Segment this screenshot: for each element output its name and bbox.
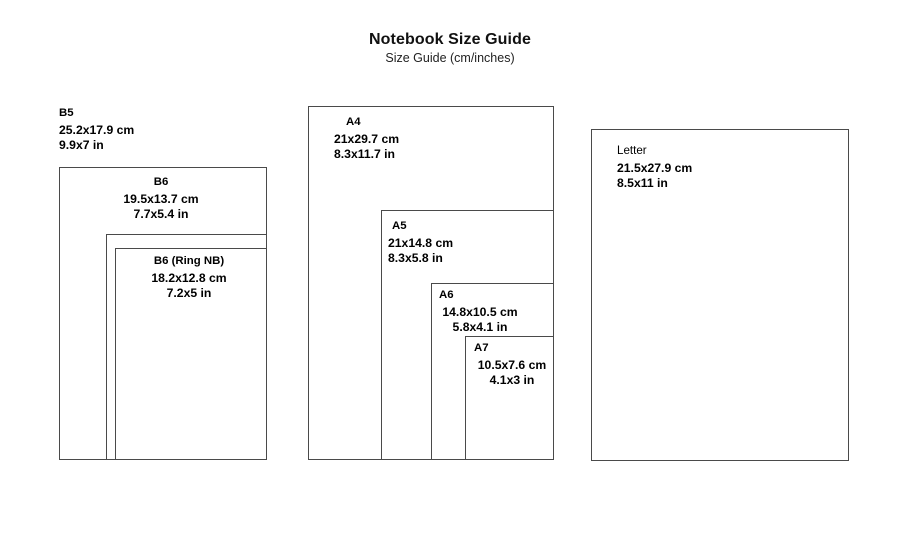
label-b6: B6 19.5x13.7 cm 7.7x5.4 in: [100, 175, 222, 223]
label-a5-name: A5: [392, 220, 407, 232]
label-b6-in: 7.7x5.4 in: [133, 207, 189, 222]
label-a4-cm: 21x29.7 cm: [334, 131, 400, 146]
label-a5-in: 8.3x5.8 in: [388, 251, 443, 266]
label-a7-cm: 10.5x7.6 cm: [477, 357, 547, 372]
label-a5: A5 21x14.8 cm 8.3x5.8 in: [388, 219, 488, 267]
label-b5-in: 9.9x7 in: [59, 138, 104, 153]
label-b5: B5 25.2x17.9 cm 9.9x7 in: [59, 106, 134, 154]
label-b6-cm: 19.5x13.7 cm: [123, 191, 199, 206]
label-b6-name: B6: [153, 176, 169, 188]
paper-rect-b6-ring-nb: [115, 248, 267, 460]
label-b6-ring-nb: B6 (Ring NB) 18.2x12.8 cm 7.2x5 in: [121, 254, 257, 302]
label-a7-in: 4.1x3 in: [489, 373, 535, 388]
label-b5-name: B5: [59, 107, 74, 119]
label-b6-ring-nb-name: B6 (Ring NB): [153, 255, 225, 267]
label-a6-in: 5.8x4.1 in: [452, 320, 508, 335]
paper-rect-a7: [465, 336, 554, 460]
label-a6: A6 14.8x10.5 cm 5.8x4.1 in: [437, 288, 523, 336]
label-letter-name: Letter: [617, 144, 647, 157]
label-a6-name: A6: [439, 289, 454, 301]
label-b6-ring-nb-cm: 18.2x12.8 cm: [151, 270, 227, 285]
label-a7: A7 10.5x7.6 cm 4.1x3 in: [470, 341, 554, 389]
label-letter: Letter 21.5x27.9 cm 8.5x11 in: [617, 144, 692, 192]
label-a7-name: A7: [474, 342, 489, 354]
page-subtitle: Size Guide (cm/inches): [385, 51, 515, 65]
page-title: Notebook Size Guide: [369, 31, 531, 48]
label-a4-name: A4: [346, 116, 361, 128]
label-a4-in: 8.3x11.7 in: [334, 147, 395, 162]
paper-rect-letter: [591, 129, 849, 461]
label-a6-cm: 14.8x10.5 cm: [442, 304, 518, 319]
label-letter-cm: 21.5x27.9 cm: [617, 160, 693, 175]
label-a4: A4 21x29.7 cm 8.3x11.7 in: [334, 115, 434, 163]
label-b5-cm: 25.2x17.9 cm: [59, 122, 135, 137]
label-a5-cm: 21x14.8 cm: [388, 235, 454, 250]
label-letter-in: 8.5x11 in: [617, 176, 668, 191]
label-b6-ring-nb-in: 7.2x5 in: [166, 286, 212, 301]
